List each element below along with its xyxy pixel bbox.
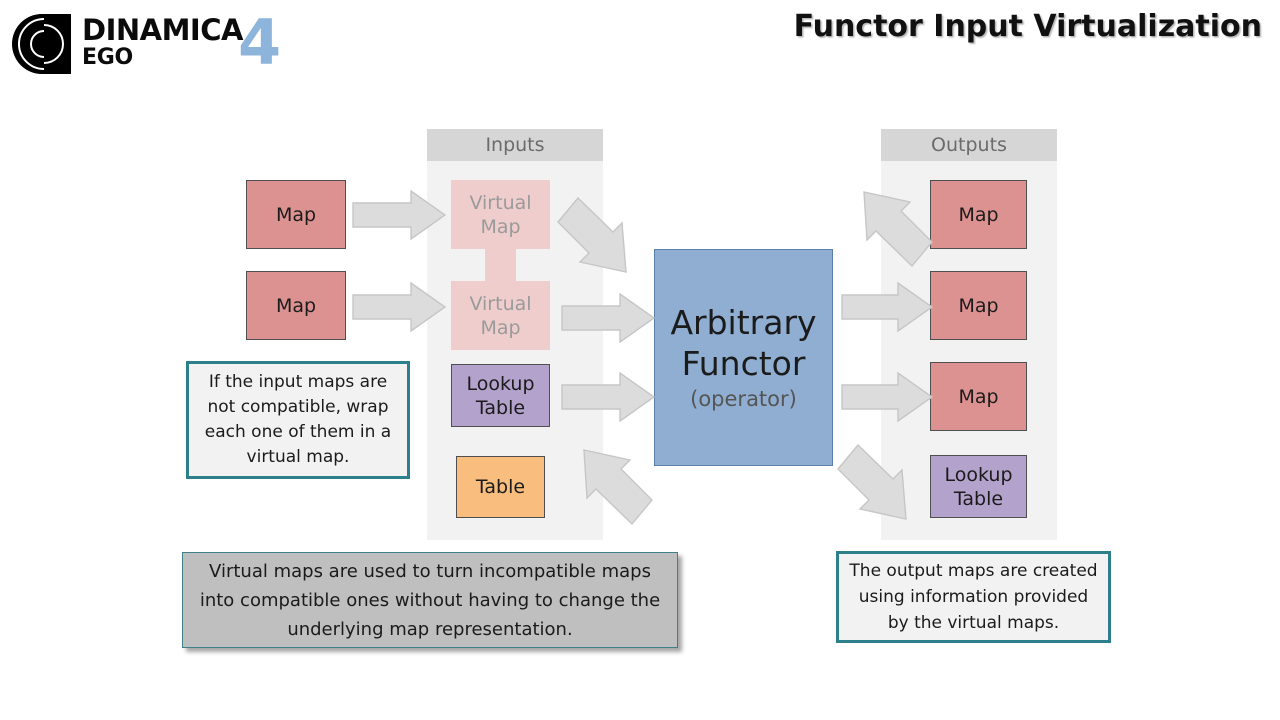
callout-output-maps: The output maps are created using inform… (836, 551, 1111, 643)
functor-title-line1: Arbitrary (670, 302, 817, 342)
node-label: Map (958, 203, 999, 226)
input-table[interactable]: Table (456, 456, 545, 518)
node-label-line2: Table (953, 487, 1004, 510)
virtual-map-connector (485, 249, 516, 281)
callout-virtual-wrap: If the input maps are not compatible, wr… (186, 361, 410, 479)
output-lookup-table[interactable]: Lookup Table (930, 455, 1027, 518)
brand-version: 4 (238, 6, 282, 79)
node-label: Lookup Table (944, 463, 1012, 511)
input-virtual-map-2[interactable]: Virtual Map (451, 281, 550, 350)
output-map-3[interactable]: Map (930, 362, 1027, 431)
node-label-line2: Map (480, 215, 521, 238)
callout-output-maps-text: The output maps are created using inform… (849, 561, 1098, 633)
arrow-down-right-icon (556, 196, 654, 280)
node-label: Virtual Map (469, 292, 531, 340)
node-label-line2: Table (475, 396, 526, 419)
arrow-right-icon (560, 371, 656, 423)
output-map-1[interactable]: Map (930, 180, 1027, 249)
arrow-right-icon (351, 281, 447, 333)
arrow-down-right-icon (836, 443, 934, 527)
arrow-up-right-icon (556, 444, 656, 526)
callout-virtual-wrap-text: If the input maps are not compatible, wr… (204, 372, 392, 467)
brand-line2: EGO (82, 45, 133, 70)
outputs-column-header: Outputs (881, 129, 1057, 161)
node-label: Map (958, 385, 999, 408)
input-virtual-map-1[interactable]: Virtual Map (451, 180, 550, 249)
input-source-map-1[interactable]: Map (246, 180, 346, 249)
arrow-right-icon (840, 281, 934, 333)
brand-wordmark: DINAMICA EGO (82, 13, 243, 76)
node-label: Virtual Map (469, 191, 531, 239)
node-label-line1: Virtual (469, 292, 532, 315)
node-label: Map (275, 203, 317, 226)
node-label-line1: Lookup (944, 463, 1013, 486)
arbitrary-functor-box[interactable]: Arbitrary Functor (operator) (654, 249, 833, 466)
arrow-right-icon (560, 292, 656, 344)
node-label: Table (475, 476, 526, 498)
arrow-right-icon (840, 371, 934, 423)
node-label: Map (275, 294, 317, 317)
arrow-right-icon (351, 189, 447, 241)
brand-line1: DINAMICA (82, 13, 243, 47)
functor-title-line2: Functor (681, 343, 806, 383)
node-label-line2: Map (480, 316, 521, 339)
callout-virtual-maps-text: Virtual maps are used to turn incompatib… (199, 560, 661, 640)
node-label-line1: Virtual (469, 191, 532, 214)
functor-subtitle: (operator) (690, 386, 797, 411)
callout-virtual-maps: Virtual maps are used to turn incompatib… (182, 552, 678, 648)
node-label-line1: Lookup (466, 372, 535, 395)
input-source-map-2[interactable]: Map (246, 271, 346, 340)
node-label: Map (958, 294, 999, 317)
input-lookup-table[interactable]: Lookup Table (451, 364, 550, 427)
brand-logo: DINAMICA EGO 4 (8, 6, 298, 80)
page-title: Functor Input Virtualization (793, 9, 1262, 44)
arrow-up-right-icon (836, 186, 934, 270)
dinamica-spiral-logo-icon (8, 10, 76, 78)
output-map-2[interactable]: Map (930, 271, 1027, 340)
node-label: Lookup Table (466, 372, 534, 420)
inputs-column-header: Inputs (427, 129, 603, 161)
